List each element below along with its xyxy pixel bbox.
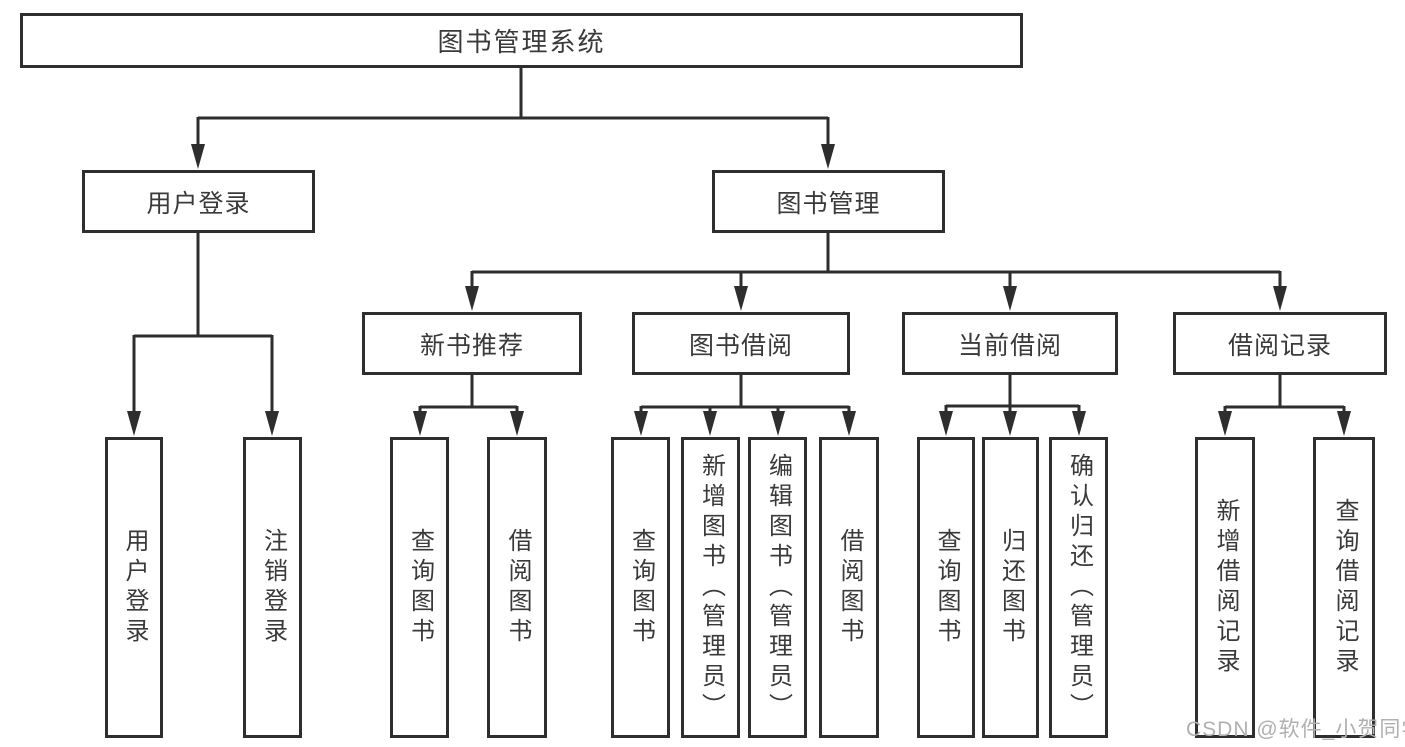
leaf-query-borrow-record: 查询借阅记录 [1313, 437, 1375, 738]
arrow-down-icon [842, 411, 856, 436]
arrow-down-icon [1218, 411, 1232, 436]
leaf-user-login: 用户登录 [105, 437, 163, 738]
arrow-down-icon [191, 144, 205, 169]
leaf-query-books-recommend: 查询图书 [390, 437, 449, 738]
arrow-down-icon [413, 411, 427, 436]
arrow-down-icon [1003, 411, 1017, 436]
node-book-management: 图书管理 [712, 170, 945, 233]
node-book-borrowing: 图书借阅 [632, 312, 850, 375]
connector-new-book-branch [418, 375, 519, 418]
arrow-down-icon [510, 411, 524, 436]
connector-borrow-records-branch [1223, 375, 1346, 418]
connector-book-management-branch [470, 233, 1282, 292]
node-library-management-system: 图书管理系统 [20, 13, 1023, 68]
arrowheads [127, 144, 1351, 436]
node-user-login: 用户登录 [82, 170, 315, 233]
node-current-borrowing: 当前借阅 [902, 312, 1118, 375]
connector-book-borrowing-branch [639, 375, 851, 418]
node-new-book-recommend: 新书推荐 [362, 312, 582, 375]
arrow-down-icon [1337, 411, 1351, 436]
arrow-down-icon [127, 411, 141, 436]
connector-root-to-level2 [196, 67, 830, 150]
arrow-down-icon [634, 411, 648, 436]
arrow-down-icon [821, 144, 835, 169]
connector-user-login-branch [132, 233, 274, 418]
arrow-down-icon [771, 411, 785, 436]
leaf-logout: 注销登录 [243, 437, 302, 738]
node-borrow-records: 借阅记录 [1173, 312, 1387, 375]
arrow-down-icon [1273, 286, 1287, 311]
leaf-edit-book-admin: 编辑图书（管理员） [748, 437, 807, 738]
arrow-down-icon [703, 411, 717, 436]
leaf-query-books-borrowing: 查询图书 [611, 437, 670, 738]
arrow-down-icon [734, 286, 748, 311]
leaf-add-book-admin: 新增图书（管理员） [681, 437, 740, 738]
leaf-confirm-return-admin: 确认归还（管理员） [1049, 437, 1108, 738]
leaf-borrow-books-borrowing: 借阅图书 [819, 437, 879, 738]
csdn-watermark: CSDN @软件_小贺同学 [1186, 718, 1405, 741]
arrow-down-icon [465, 286, 479, 311]
leaf-return-books: 归还图书 [982, 437, 1039, 738]
arrow-down-icon [1072, 411, 1086, 436]
arrow-down-icon [1003, 286, 1017, 311]
arrow-down-icon [939, 411, 953, 436]
leaf-query-books-current: 查询图书 [917, 437, 975, 738]
arrow-down-icon [265, 411, 279, 436]
leaf-add-borrow-record: 新增借阅记录 [1195, 437, 1255, 738]
leaf-borrow-books-recommend: 借阅图书 [487, 437, 547, 738]
